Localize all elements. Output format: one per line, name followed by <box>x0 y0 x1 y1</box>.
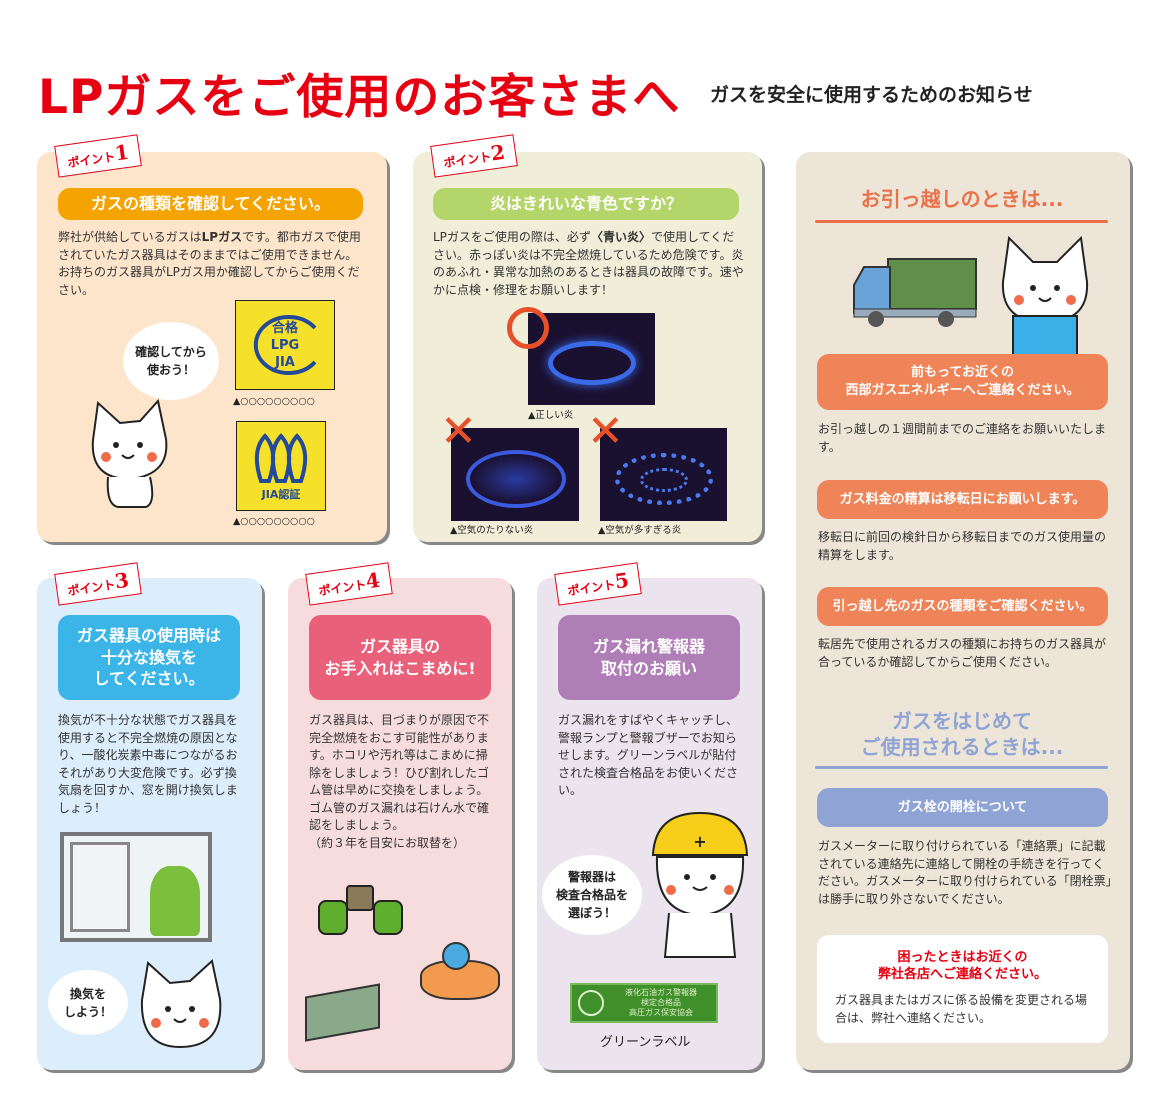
jia-mark-caption: ▲○○○○○○○○○ <box>233 516 315 527</box>
body-text: で使用してください。赤っぽい炎は不完全燃焼しているため危険です。炎のあふれ・異常… <box>433 230 744 297</box>
lack-air-flame-photo <box>451 428 579 521</box>
excess-air-flame-caption: ▲空気が多すぎる炎 <box>598 525 682 536</box>
lpg-mark-image: 合格 LPG JIA <box>235 300 335 390</box>
point1-body: 弊社が供給しているガスはLPガスです。都市ガスで使用されていたガス器具はそのまま… <box>58 229 368 299</box>
cat-mascot-overalls-icon <box>1001 235 1089 357</box>
tag-label: ポイント <box>442 149 493 171</box>
page-title: LPガスをご使用のお客さまへ <box>38 70 681 125</box>
tag-number: 1 <box>113 139 131 166</box>
lpg-logo-icon <box>253 315 317 375</box>
point5-speech-bubble: 警報器は 検査合格品を 選ぼう！ <box>542 855 642 935</box>
lpg-mark-caption: ▲○○○○○○○○○ <box>233 396 315 407</box>
point1-speech-bubble: 確認してから 使おう！ <box>123 322 219 400</box>
green-label-emblem-icon <box>578 990 604 1016</box>
open-window-illustration <box>60 832 212 942</box>
body-text: 弊社が供給しているガスは <box>58 230 202 244</box>
tag-number: 5 <box>613 567 631 594</box>
cat-mascot-icon <box>140 959 222 1049</box>
contact-body: ガス器具またはガスに係る設備を変更される場合は、弊社へ連絡ください。 <box>835 993 1088 1025</box>
point3-speech-bubble: 換気を しよう！ <box>48 970 128 1035</box>
lpg-mark-text: 合格 LPG JIA <box>270 320 300 370</box>
cleaning-gloves-illustration <box>318 880 408 940</box>
contact-box <box>817 935 1108 1043</box>
jia-mark-image: JIA認証 <box>236 421 326 511</box>
svg-text:+: + <box>693 832 706 851</box>
correct-circle-icon <box>507 307 549 349</box>
body-bold: LPガス <box>201 230 243 244</box>
hose-illustration <box>400 942 500 1010</box>
point2-heading: 炎はきれいな青色ですか？ <box>433 188 739 220</box>
contact-title: 困ったときはお近くの 弊社各店へご連絡ください。 <box>877 950 1047 982</box>
tag-label: ポイント <box>566 577 617 599</box>
excess-air-flame-photo <box>600 428 727 521</box>
tag-number: 3 <box>113 567 131 594</box>
first-use-heading: ガスをはじめて ご使用されるときは... <box>860 709 1064 759</box>
point4-body: ガス器具は、目づまりが原因で不完全燃焼をおこす可能性があります。ホコリや汚れ等は… <box>309 713 490 850</box>
point3-heading: ガス器具の使用時は 十分な換気を してください。 <box>58 615 240 700</box>
x-mark-icon: ✕ <box>587 406 624 457</box>
moving-heading: お引っ越しのときは... <box>860 187 1064 211</box>
point5-body: ガス漏れをすばやくキャッチし、警報ランプと警報ブザーでお知らせします。グリーンラ… <box>558 713 739 797</box>
tag-label: ポイント <box>66 577 117 599</box>
body-bold: 〈青い炎〉 <box>590 230 651 244</box>
x-mark-icon: ✕ <box>440 406 477 457</box>
green-label-image: 液化石油ガス警報器 検定合格品 高圧ガス保安協会 <box>570 983 718 1023</box>
first-use-item-title: ガス栓の開栓について <box>817 788 1108 827</box>
moving-item1-title: 前もってお近くの 西部ガスエネルギーへご連絡ください。 <box>817 354 1108 410</box>
first-use-divider <box>815 766 1108 769</box>
green-label-caption: グリーンラベル <box>600 1035 691 1050</box>
point3-body: 換気が不十分な状態でガス器具を使用すると不完全燃焼の原因となり、一酸化炭素中毒に… <box>58 713 239 815</box>
moving-item3-title: 引っ越し先のガスの種類をご確認ください。 <box>817 587 1108 626</box>
cat-mascot-helmet-icon: + <box>651 811 749 958</box>
correct-flame-caption: ▲正しい炎 <box>528 410 574 421</box>
tag-label: ポイント <box>66 149 117 171</box>
moving-truck-icon <box>853 258 977 327</box>
tag-number: 2 <box>489 139 507 166</box>
moving-item2-body: 移転日に前回の検針日から移転日までのガス使用量の精算をします。 <box>818 530 1107 562</box>
moving-divider <box>815 220 1108 223</box>
correct-flame-photo <box>528 313 655 405</box>
point1-heading: ガスの種類を確認してください。 <box>58 188 363 220</box>
body-text: LPガスをご使用の際は、必ず <box>433 230 591 244</box>
cat-mascot-icon <box>91 398 168 508</box>
point5-heading: ガス漏れ警報器 取付のお願い <box>558 615 740 700</box>
point2-body: LPガスをご使用の際は、必ず〈青い炎〉で使用してください。赤っぽい炎は不完全燃焼… <box>433 229 745 299</box>
page-subtitle: ガスを安全に使用するためのお知らせ <box>710 84 1033 106</box>
lack-air-flame-caption: ▲空気のたりない炎 <box>450 525 534 536</box>
green-label-text: 液化石油ガス警報器 検定合格品 高圧ガス保安協会 <box>625 988 697 1017</box>
point4-heading: ガス器具の お手入れはこまめに! <box>309 615 491 700</box>
jia-mark-text: JIA認証 <box>261 487 301 501</box>
moving-item2-title: ガス料金の精算は移転日にお願いします。 <box>817 480 1108 519</box>
moving-item3-body: 転居先で使用されるガスの種類にお持ちのガス器具が合っているか確認してからご使用く… <box>818 637 1107 669</box>
jia-flame-logo-icon <box>254 432 308 483</box>
tag-label: ポイント <box>317 577 368 599</box>
moving-item1-body: お引っ越しの１週間前までのご連絡をお願いいたします。 <box>818 422 1107 454</box>
body-text: です。都市ガスで使用されていたガス器具はそのままではご使用できません。お持ちのガ… <box>58 230 361 297</box>
first-use-item-body: ガスメーターに取り付けられている「連絡票」に記載されている連絡先に連絡して開栓の… <box>818 839 1112 906</box>
tag-number: 4 <box>364 567 382 594</box>
